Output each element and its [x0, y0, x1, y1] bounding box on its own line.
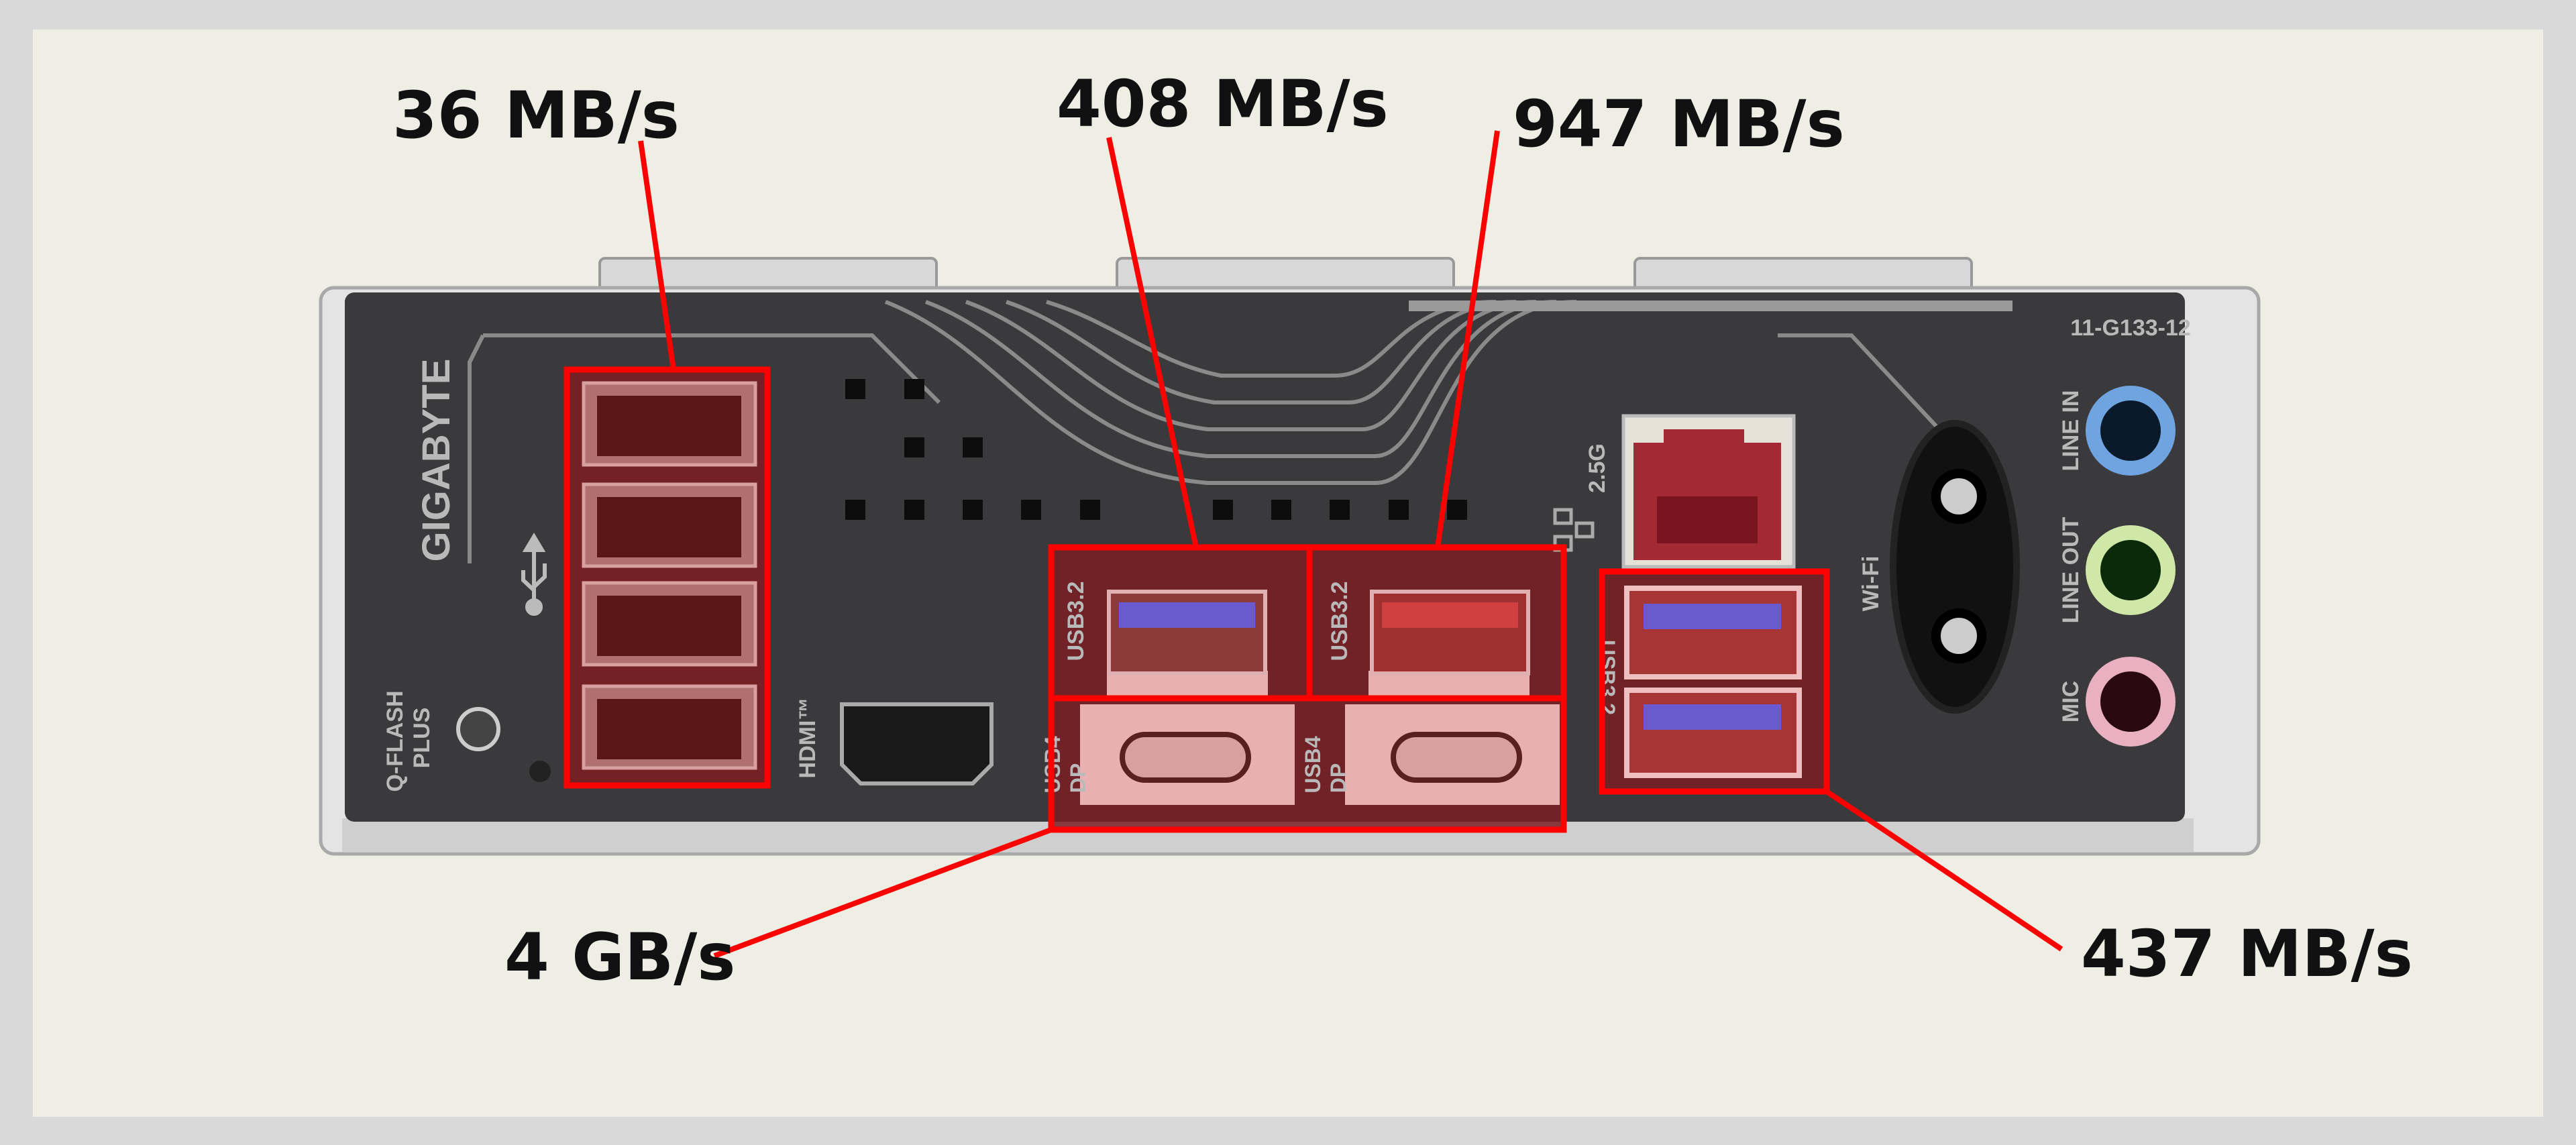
- highlight-boxes: [564, 366, 1830, 833]
- mic-jack[interactable]: [2086, 657, 2176, 747]
- usb32-label-a: USB3.2: [1063, 581, 1089, 661]
- dp-label-b: DP: [1326, 763, 1350, 793]
- leader-lines: [638, 130, 2063, 959]
- line-out-label: LINE OUT: [2058, 516, 2084, 623]
- usb-icon: [521, 533, 547, 616]
- qflash-label: Q-FLASH: [382, 690, 408, 792]
- qflash-label-plus: PLUS: [409, 708, 435, 769]
- led-indicator: [529, 761, 551, 782]
- usb32-port-right[interactable]: [1624, 688, 1802, 778]
- ethernet-contacts: [1657, 496, 1758, 543]
- wifi-label: Wi-Fi: [1858, 556, 1884, 612]
- speed-label-usb32-blue: 408 MB/s: [1057, 66, 1389, 142]
- leader-usb32-blue: [1106, 137, 1199, 548]
- usb2-port-stack: [567, 370, 767, 785]
- lan-label: 2.5G: [1585, 443, 1610, 493]
- wifi-antenna-connector[interactable]: [1890, 420, 2020, 714]
- antenna-jack[interactable]: [1931, 608, 1986, 663]
- usb32-label-b: USB3.2: [1327, 581, 1352, 661]
- hdmi-port[interactable]: [840, 702, 994, 785]
- usb4-typec-port[interactable]: [1391, 732, 1522, 783]
- usb4-typec-port[interactable]: [1120, 732, 1251, 783]
- leader-usb4: [713, 827, 1053, 959]
- usb32-label-c: USB3.2: [1595, 640, 1619, 715]
- qflash-button[interactable]: [456, 707, 500, 751]
- part-number: 11-G133-12: [2070, 315, 2191, 341]
- line-in-label: LINE IN: [2058, 390, 2084, 472]
- line-out-jack[interactable]: [2086, 525, 2176, 615]
- leader-usb2: [638, 140, 676, 370]
- dp-label-a: DP: [1066, 763, 1090, 793]
- hdmi-label: HDMI™: [795, 698, 820, 779]
- usb4-label-b: USB4: [1301, 736, 1325, 794]
- leader-usb32-right: [1825, 789, 2063, 952]
- brand-logo: GIGABYTE: [415, 359, 458, 562]
- line-in-jack[interactable]: [2086, 386, 2176, 476]
- usb-tongue: [1119, 602, 1255, 628]
- highlight-usb32-right: [1599, 568, 1830, 795]
- usb-tongue: [1382, 602, 1518, 628]
- usb-tongue: [1644, 704, 1781, 730]
- vent-holes: [845, 379, 1467, 520]
- antenna-jack[interactable]: [1931, 469, 1986, 524]
- speed-label-usb32-right: 437 MB/s: [2081, 916, 2413, 991]
- highlight-usb2: [564, 366, 771, 789]
- speed-label-usb2: 36 MB/s: [392, 78, 680, 153]
- speed-label-usb4: 4 GB/s: [504, 920, 735, 995]
- mic-label: MIC: [2058, 681, 2084, 722]
- usb-tongue: [1644, 604, 1781, 629]
- speed-label-usb32-red: 947 MB/s: [1513, 87, 1845, 162]
- decorative-stripe: [1409, 301, 2012, 311]
- highlight-usb4: [1048, 695, 1567, 833]
- leader-usb32-red: [1435, 130, 1500, 548]
- usb32-port-right[interactable]: [1624, 586, 1802, 679]
